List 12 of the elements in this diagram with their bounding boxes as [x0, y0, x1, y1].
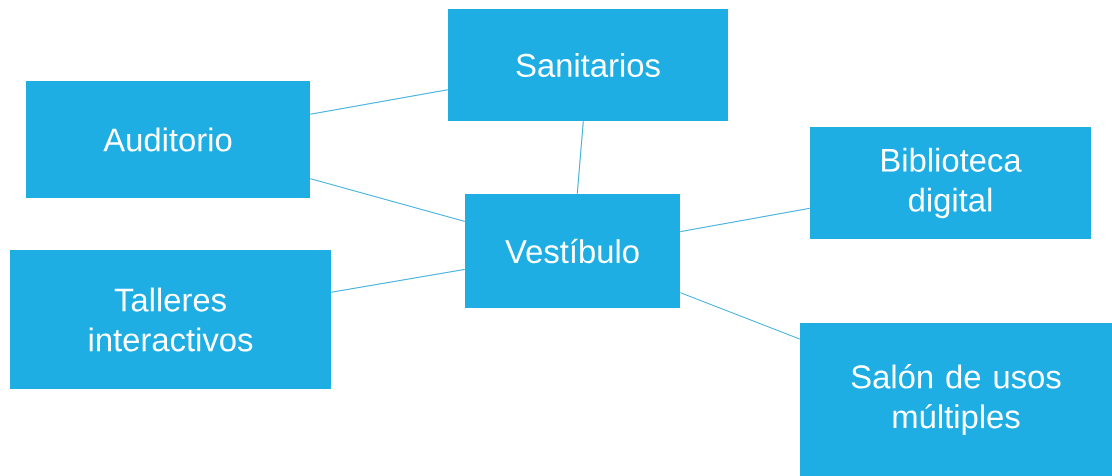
room-box: Vestíbulo	[465, 194, 680, 308]
connector-line	[330, 268, 466, 293]
connector-line	[309, 89, 449, 115]
connector-line	[679, 292, 801, 340]
room-box: Auditorio	[26, 81, 310, 198]
connector-line	[679, 207, 811, 233]
room-box: Talleres interactivos	[10, 250, 331, 389]
room-box: Sanitarios	[448, 9, 728, 121]
connector-line	[309, 178, 466, 222]
room-box: Salón de usos múltiples	[800, 323, 1112, 476]
room-box: Biblioteca digital	[810, 127, 1091, 239]
connector-line	[576, 120, 584, 195]
